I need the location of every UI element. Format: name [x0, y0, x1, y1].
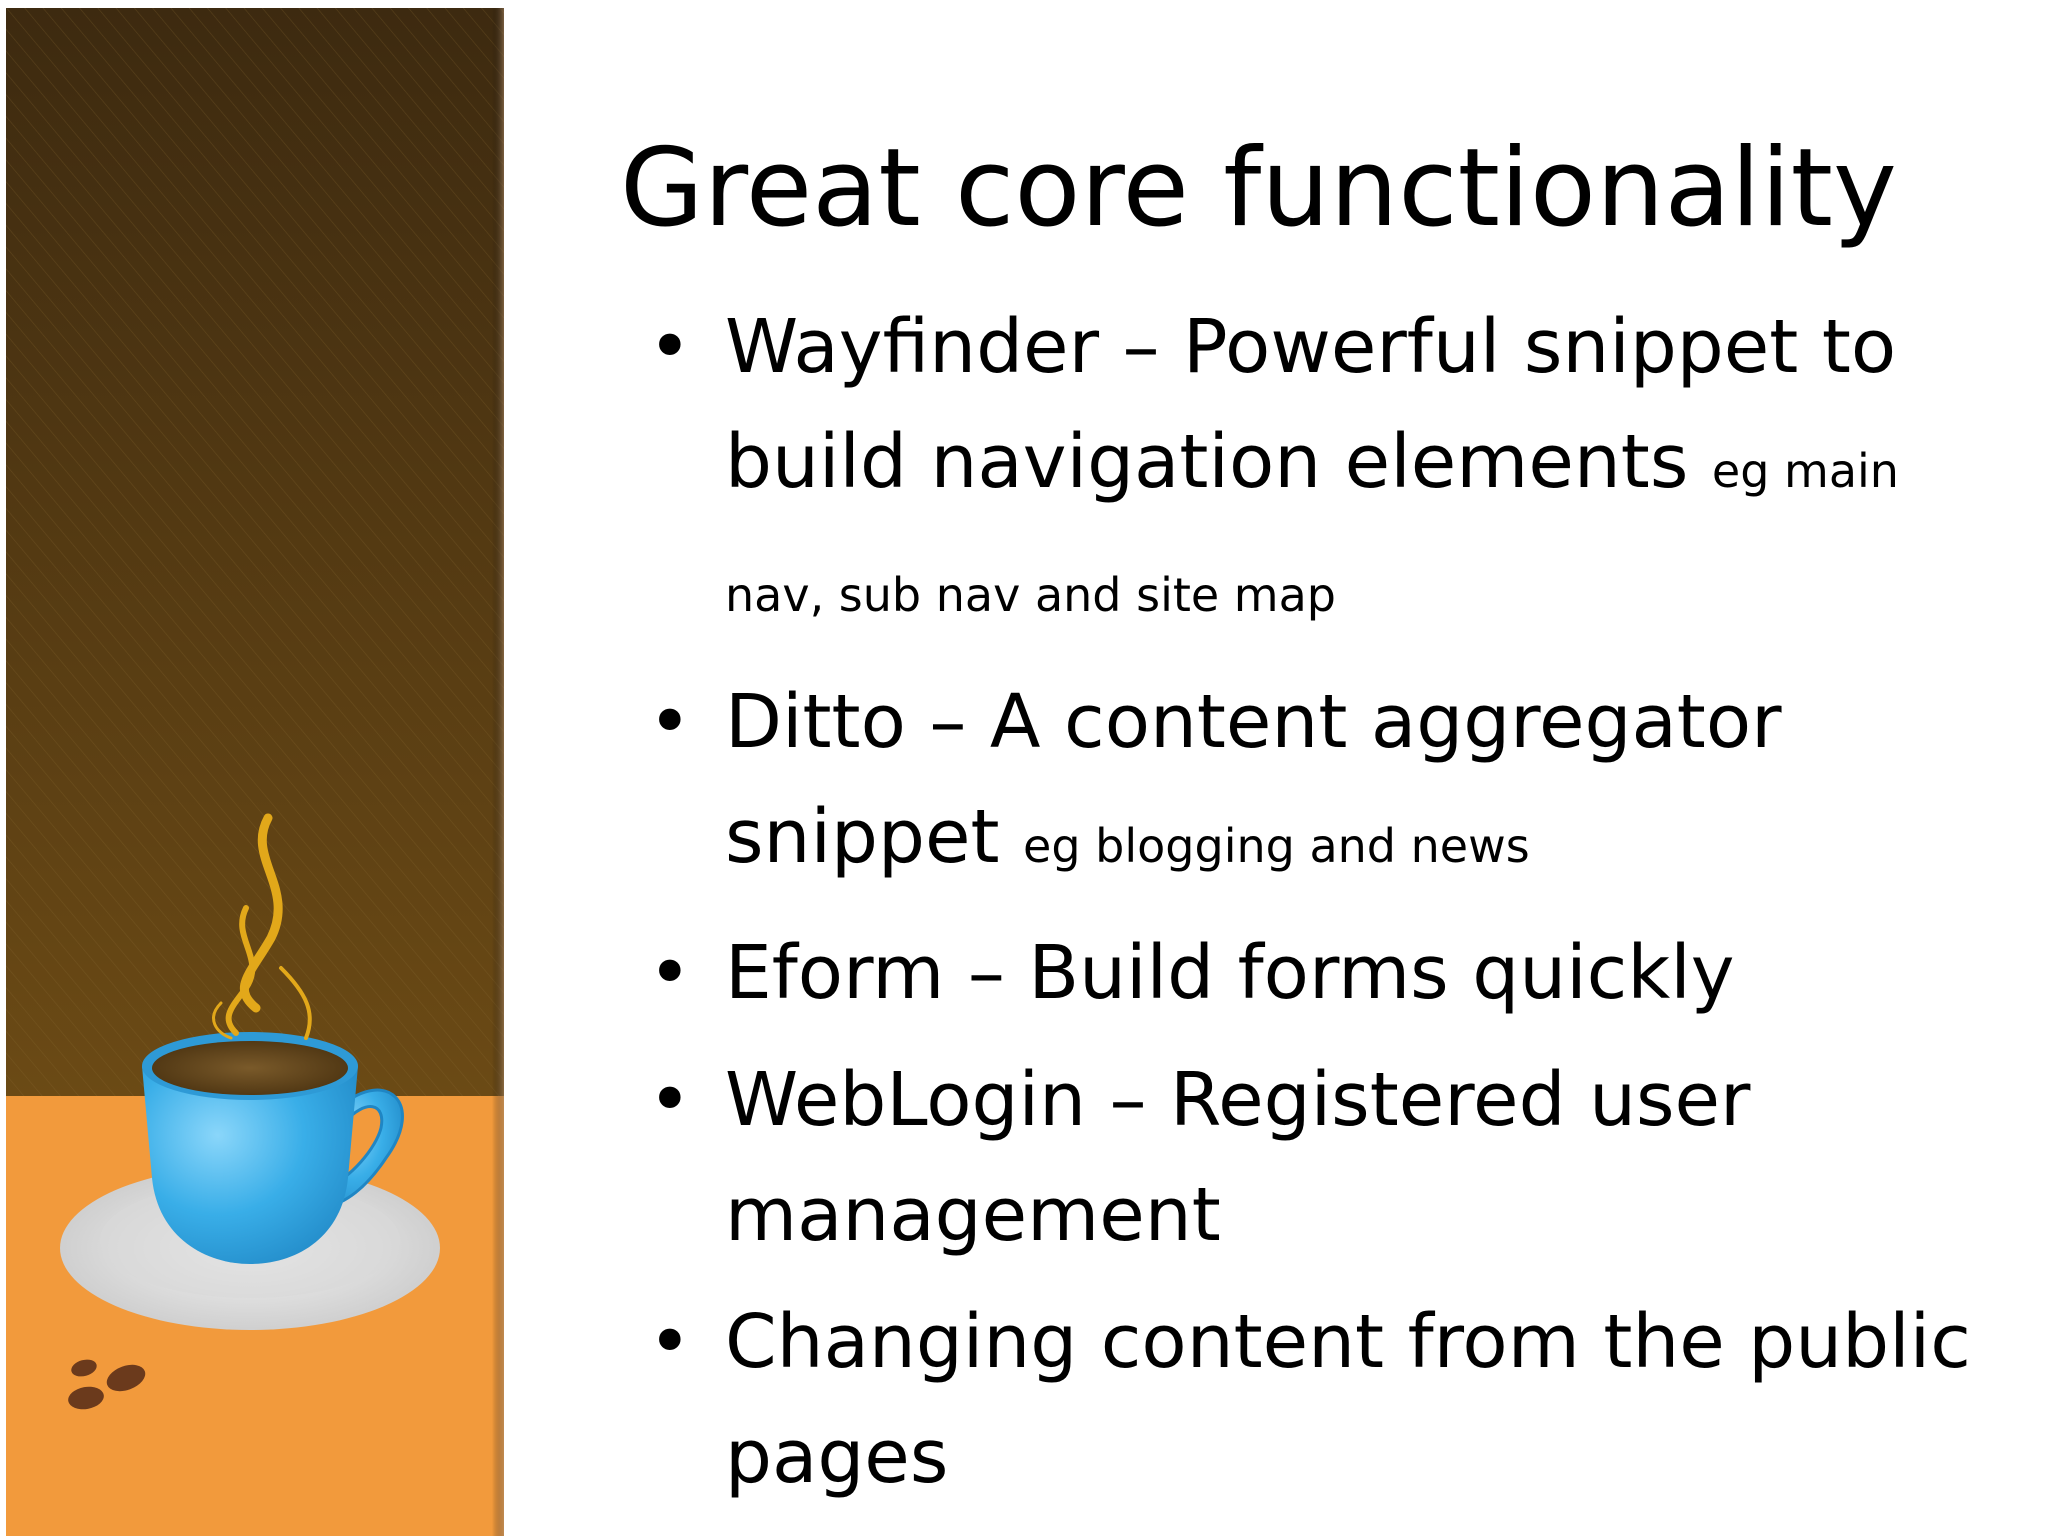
- bullet-note: eg main nav, sub nav and site map: [725, 444, 1899, 622]
- slide-title: Great core functionality: [620, 126, 1897, 251]
- bullet-icon: •: [648, 1299, 692, 1385]
- bullet-text: Ditto – A content aggregator snippet: [725, 679, 1782, 880]
- bullet-text: Eform – Build forms quickly: [725, 930, 1735, 1016]
- steam-icon: [212, 813, 312, 1040]
- bullet-icon: •: [648, 930, 692, 1016]
- slide-content: Great core functionality • Wayfinder – P…: [620, 0, 2010, 1536]
- coffee-cup-illustration: [6, 8, 504, 1536]
- bullet-text: Wayfinder – Powerful snippet to build na…: [725, 304, 1897, 505]
- bullet-icon: •: [648, 679, 692, 765]
- list-item: • Ditto – A content aggregator snippet e…: [620, 665, 1990, 904]
- bullet-text: WebLogin – Registered user management: [725, 1057, 1751, 1258]
- list-item: • Eform – Build forms quickly: [620, 916, 1990, 1031]
- decorative-side-panel: [6, 8, 504, 1536]
- list-item: • WebLogin – Registered user management: [620, 1043, 1990, 1273]
- bullet-text: Changing content from the public pages: [725, 1299, 1971, 1500]
- list-item: • Changing content from the public pages: [620, 1285, 1990, 1515]
- bullet-icon: •: [648, 304, 692, 390]
- coffee-beans-icon: [68, 1359, 146, 1410]
- bullet-note: eg blogging and news: [1023, 819, 1530, 873]
- bullet-list: • Wayfinder – Powerful snippet to build …: [620, 290, 1990, 1527]
- list-item: • Wayfinder – Powerful snippet to build …: [620, 290, 1990, 653]
- bullet-icon: •: [648, 1057, 692, 1143]
